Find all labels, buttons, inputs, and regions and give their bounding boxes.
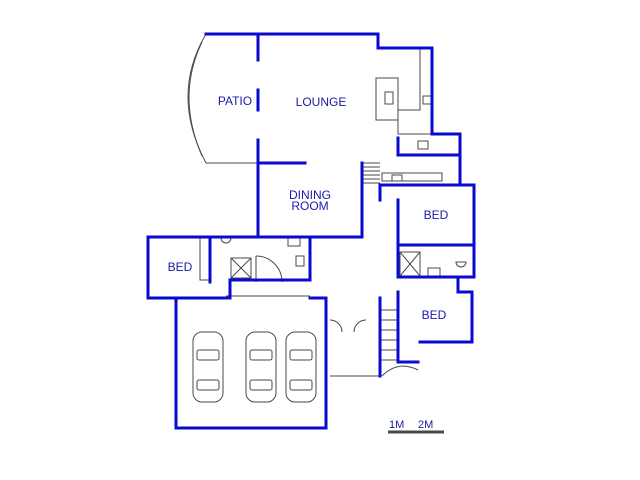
toilet-right bbox=[455, 261, 467, 268]
laundry-basin bbox=[391, 174, 403, 182]
room-label-bed-left: BED bbox=[167, 260, 193, 274]
kitchen-counter bbox=[380, 47, 432, 135]
door-swing-bath bbox=[255, 255, 283, 283]
hob bbox=[384, 91, 394, 105]
room-label-bed-upper-right: BED bbox=[423, 208, 449, 222]
toilet-left bbox=[220, 237, 232, 244]
patio-curved-edge-inner bbox=[188, 41, 203, 157]
scale-label-1m: 1M bbox=[389, 419, 405, 431]
entry-door-swing-right bbox=[353, 319, 367, 333]
car-2 bbox=[245, 331, 277, 403]
toilet-bath-center bbox=[295, 255, 305, 267]
kitchen-island bbox=[375, 77, 399, 121]
room-label-bed-lower-right: BED bbox=[421, 308, 447, 322]
fixtures bbox=[175, 33, 467, 434]
laundry-counter bbox=[381, 172, 443, 182]
car-3 bbox=[285, 331, 317, 403]
room-label-dining: DINING ROOM bbox=[284, 188, 336, 213]
walls bbox=[146, 32, 476, 430]
room-label-lounge: LOUNGE bbox=[295, 95, 347, 109]
scale-label-2m: 2M bbox=[418, 419, 434, 431]
stairs-upper bbox=[362, 162, 380, 184]
kitchen-sink bbox=[422, 95, 432, 105]
basin-right bbox=[427, 267, 441, 277]
shower-left bbox=[230, 257, 252, 279]
entry-door-swing-left bbox=[329, 319, 343, 333]
room-label-dining-line1: DINING bbox=[289, 188, 331, 202]
scullery-sink bbox=[417, 140, 429, 150]
room-label-patio: PATIO bbox=[217, 94, 253, 108]
car-1 bbox=[192, 331, 224, 403]
room-label-dining-line2: ROOM bbox=[291, 199, 329, 213]
